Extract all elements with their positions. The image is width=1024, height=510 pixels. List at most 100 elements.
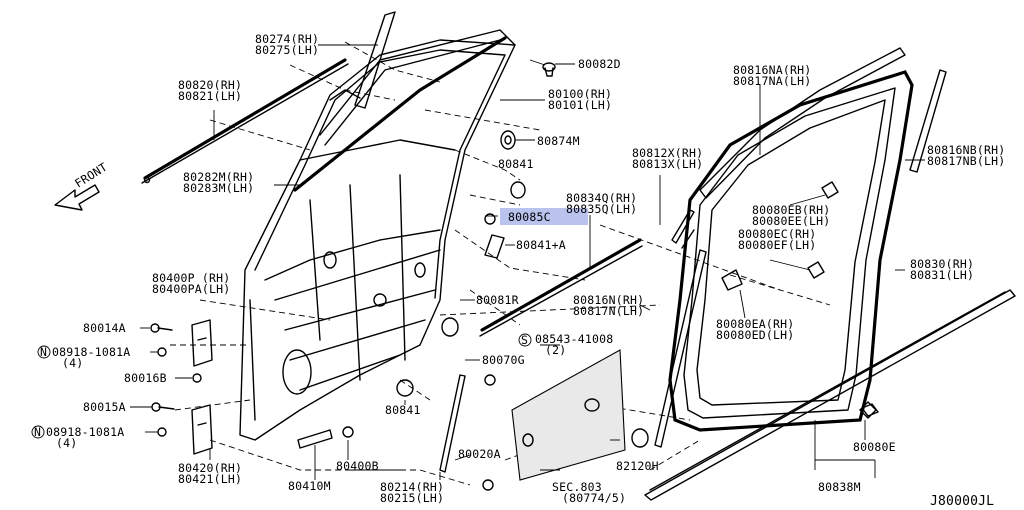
- part-label-line: 80016B: [124, 371, 167, 385]
- part-label-line: 80817NA(LH): [733, 74, 811, 88]
- label-80812: 80812X(RH)80813X(LH): [632, 146, 703, 171]
- label-SEC803: SEC.803(80774/5): [552, 480, 626, 505]
- part-label-line: 80080EE(LH): [752, 214, 830, 228]
- part-label-line: 80015A: [83, 400, 126, 414]
- part-label-line: (4): [56, 436, 77, 450]
- front-door-panel: [239, 39, 516, 441]
- part-label-line: 80817N(LH): [573, 304, 644, 318]
- part-label-line: 80831(LH): [910, 268, 974, 282]
- part-label-line: 80274(RH): [255, 32, 319, 46]
- part-label-line: 80812X(RH): [632, 146, 703, 160]
- n-marker-letter: N: [40, 345, 47, 359]
- part-label-line: 80420(RH): [178, 461, 242, 475]
- window-sash: [293, 11, 516, 192]
- grommet-80874M: [500, 130, 516, 150]
- label-80820: 80820(RH)80821(LH): [178, 78, 242, 103]
- label-08918b: 08918-1081A(4): [46, 425, 124, 450]
- part-label-line: 80081R: [476, 293, 519, 307]
- pillar-trim-80816NB: [909, 69, 947, 173]
- part-label-line: 80816N(RH): [573, 293, 644, 307]
- clip-80080E: [859, 401, 877, 419]
- pillar-trim-80816NA: [699, 47, 906, 199]
- part-label-line: 80841: [385, 403, 421, 417]
- part-label-line: 80020A: [458, 447, 501, 461]
- part-label-line: 80830(RH): [910, 257, 974, 271]
- n-marker-letter: N: [34, 425, 41, 439]
- part-label-line: 80080ED(LH): [716, 328, 794, 342]
- part-label-line: 80082D: [578, 57, 621, 71]
- part-label-line: 80101(LH): [548, 98, 612, 112]
- part-label-line: 80080EA(RH): [716, 317, 794, 331]
- part-label-line: 80080EC(RH): [738, 227, 816, 241]
- part-label-line: (4): [62, 356, 83, 370]
- strip-80812X: [671, 209, 695, 249]
- part-label-line: 80100(RH): [548, 87, 612, 101]
- part-label-line: 08543-41008: [535, 332, 613, 346]
- s-marker-icon: [518, 333, 532, 347]
- label-80016B: 80016B: [124, 371, 167, 385]
- part-label-line: (2): [545, 343, 566, 357]
- part-label-line: 80080E: [853, 440, 896, 454]
- label-80420: 80420(RH)80421(LH): [178, 461, 242, 486]
- label-80841-bot: 80841: [385, 403, 421, 417]
- label-80080E: 80080E: [853, 440, 896, 454]
- n-marker-icon: [37, 345, 51, 359]
- label-80841A: 80841+A: [516, 238, 566, 252]
- part-label-line: 80400B: [336, 459, 379, 473]
- label-80014A: 80014A: [83, 321, 126, 335]
- part-label-line: 80410M: [288, 479, 331, 493]
- part-label-line: 80834Q(RH): [566, 191, 637, 205]
- belt-moulding: [141, 58, 349, 184]
- door-check: [297, 426, 354, 449]
- part-label-line: 80838M: [818, 480, 861, 494]
- label-80400B: 80400B: [336, 459, 379, 473]
- part-label-line: 80085C: [508, 210, 551, 224]
- front-direction-label: FRONT: [72, 160, 110, 191]
- seal-clips: [721, 181, 879, 417]
- label-80080EB: 80080EB(RH)80080EE(LH): [752, 203, 830, 228]
- sealing-screen: [511, 349, 626, 481]
- part-label-line: 80214(RH): [380, 480, 444, 494]
- part-label-line: 80400PA(LH): [152, 282, 230, 296]
- sash-channel-80214: [439, 374, 496, 491]
- part-label-line: 80841: [498, 157, 534, 171]
- plugs: [396, 181, 649, 448]
- part-label-line: 80835Q(LH): [566, 202, 637, 216]
- label-08543: 08543-41008(2): [535, 332, 613, 357]
- label-80816NB: 80816NB(RH)80817NB(LH): [927, 143, 1005, 168]
- part-label-line: 80070G: [482, 353, 525, 367]
- clip-80082D: [529, 59, 556, 77]
- part-label-line: 80874M: [537, 134, 580, 148]
- part-label-line: 80421(LH): [178, 472, 242, 486]
- label-82120H: 82120H: [616, 459, 659, 473]
- part-label-line: 80841+A: [516, 238, 566, 252]
- lower-hinge: [151, 402, 213, 455]
- part-label-line: 80080EB(RH): [752, 203, 830, 217]
- part-label-line: 80821(LH): [178, 89, 242, 103]
- assembly-dash-lines: [170, 41, 831, 486]
- label-80816N: 80816N(RH)80817N(LH): [573, 293, 644, 318]
- label-80081R: 80081R: [476, 293, 519, 307]
- part-label-line: 80282M(RH): [183, 170, 254, 184]
- part-label-line: 80813X(LH): [632, 157, 703, 171]
- label-80070G: 80070G: [482, 353, 525, 367]
- label-80282: 80282M(RH)80283M(LH): [183, 170, 254, 195]
- part-label-line: 80816NB(RH): [927, 143, 1005, 157]
- part-label-line: 08918-1081A: [52, 345, 130, 359]
- label-08918a: 08918-1081A(4): [52, 345, 130, 370]
- part-label-line: 80820(RH): [178, 78, 242, 92]
- part-label-line: 82120H: [616, 459, 659, 473]
- label-80816NA: 80816NA(RH)80817NA(LH): [733, 63, 811, 88]
- label-80080EC: 80080EC(RH)80080EF(LH): [738, 227, 816, 252]
- label-80838M: 80838M: [818, 480, 861, 494]
- front-arrow: [54, 184, 100, 211]
- sill-seal-80838M: [644, 289, 1016, 501]
- part-label-line: 80080EF(LH): [738, 238, 816, 252]
- strip-80816N: [654, 249, 707, 448]
- s-marker-letter: S: [521, 333, 528, 347]
- part-label-line: 80816NA(RH): [733, 63, 811, 77]
- label-80085C: 80085C: [508, 210, 551, 224]
- label-80020A: 80020A: [458, 447, 501, 461]
- label-80214: 80214(RH)80215(LH): [380, 480, 444, 505]
